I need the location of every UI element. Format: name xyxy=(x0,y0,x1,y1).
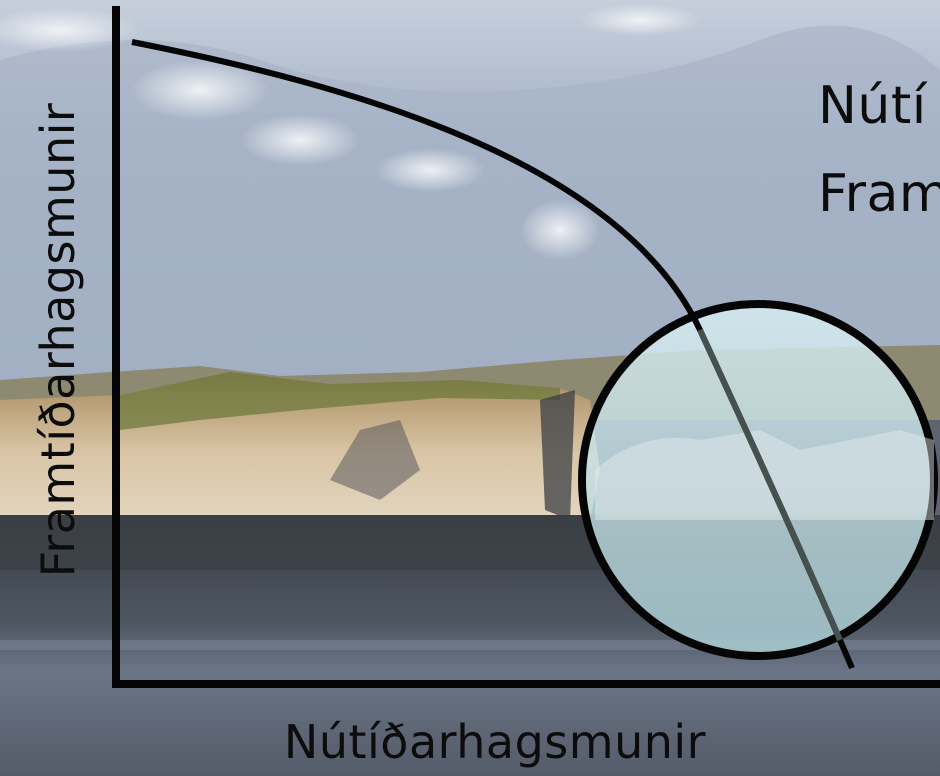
snow-patch xyxy=(520,200,600,260)
x-axis-label: Nútíðarhagsmunir xyxy=(284,719,706,765)
cliff-shadow xyxy=(540,390,575,520)
snow-patch xyxy=(240,114,360,166)
legend-text-future: Fram xyxy=(818,168,940,220)
legend-text-present: Nútí xyxy=(818,80,927,132)
snow-patch xyxy=(580,4,700,36)
y-axis-label: Framtíðarhagsmunir xyxy=(35,103,81,578)
snow-patch xyxy=(375,148,485,192)
